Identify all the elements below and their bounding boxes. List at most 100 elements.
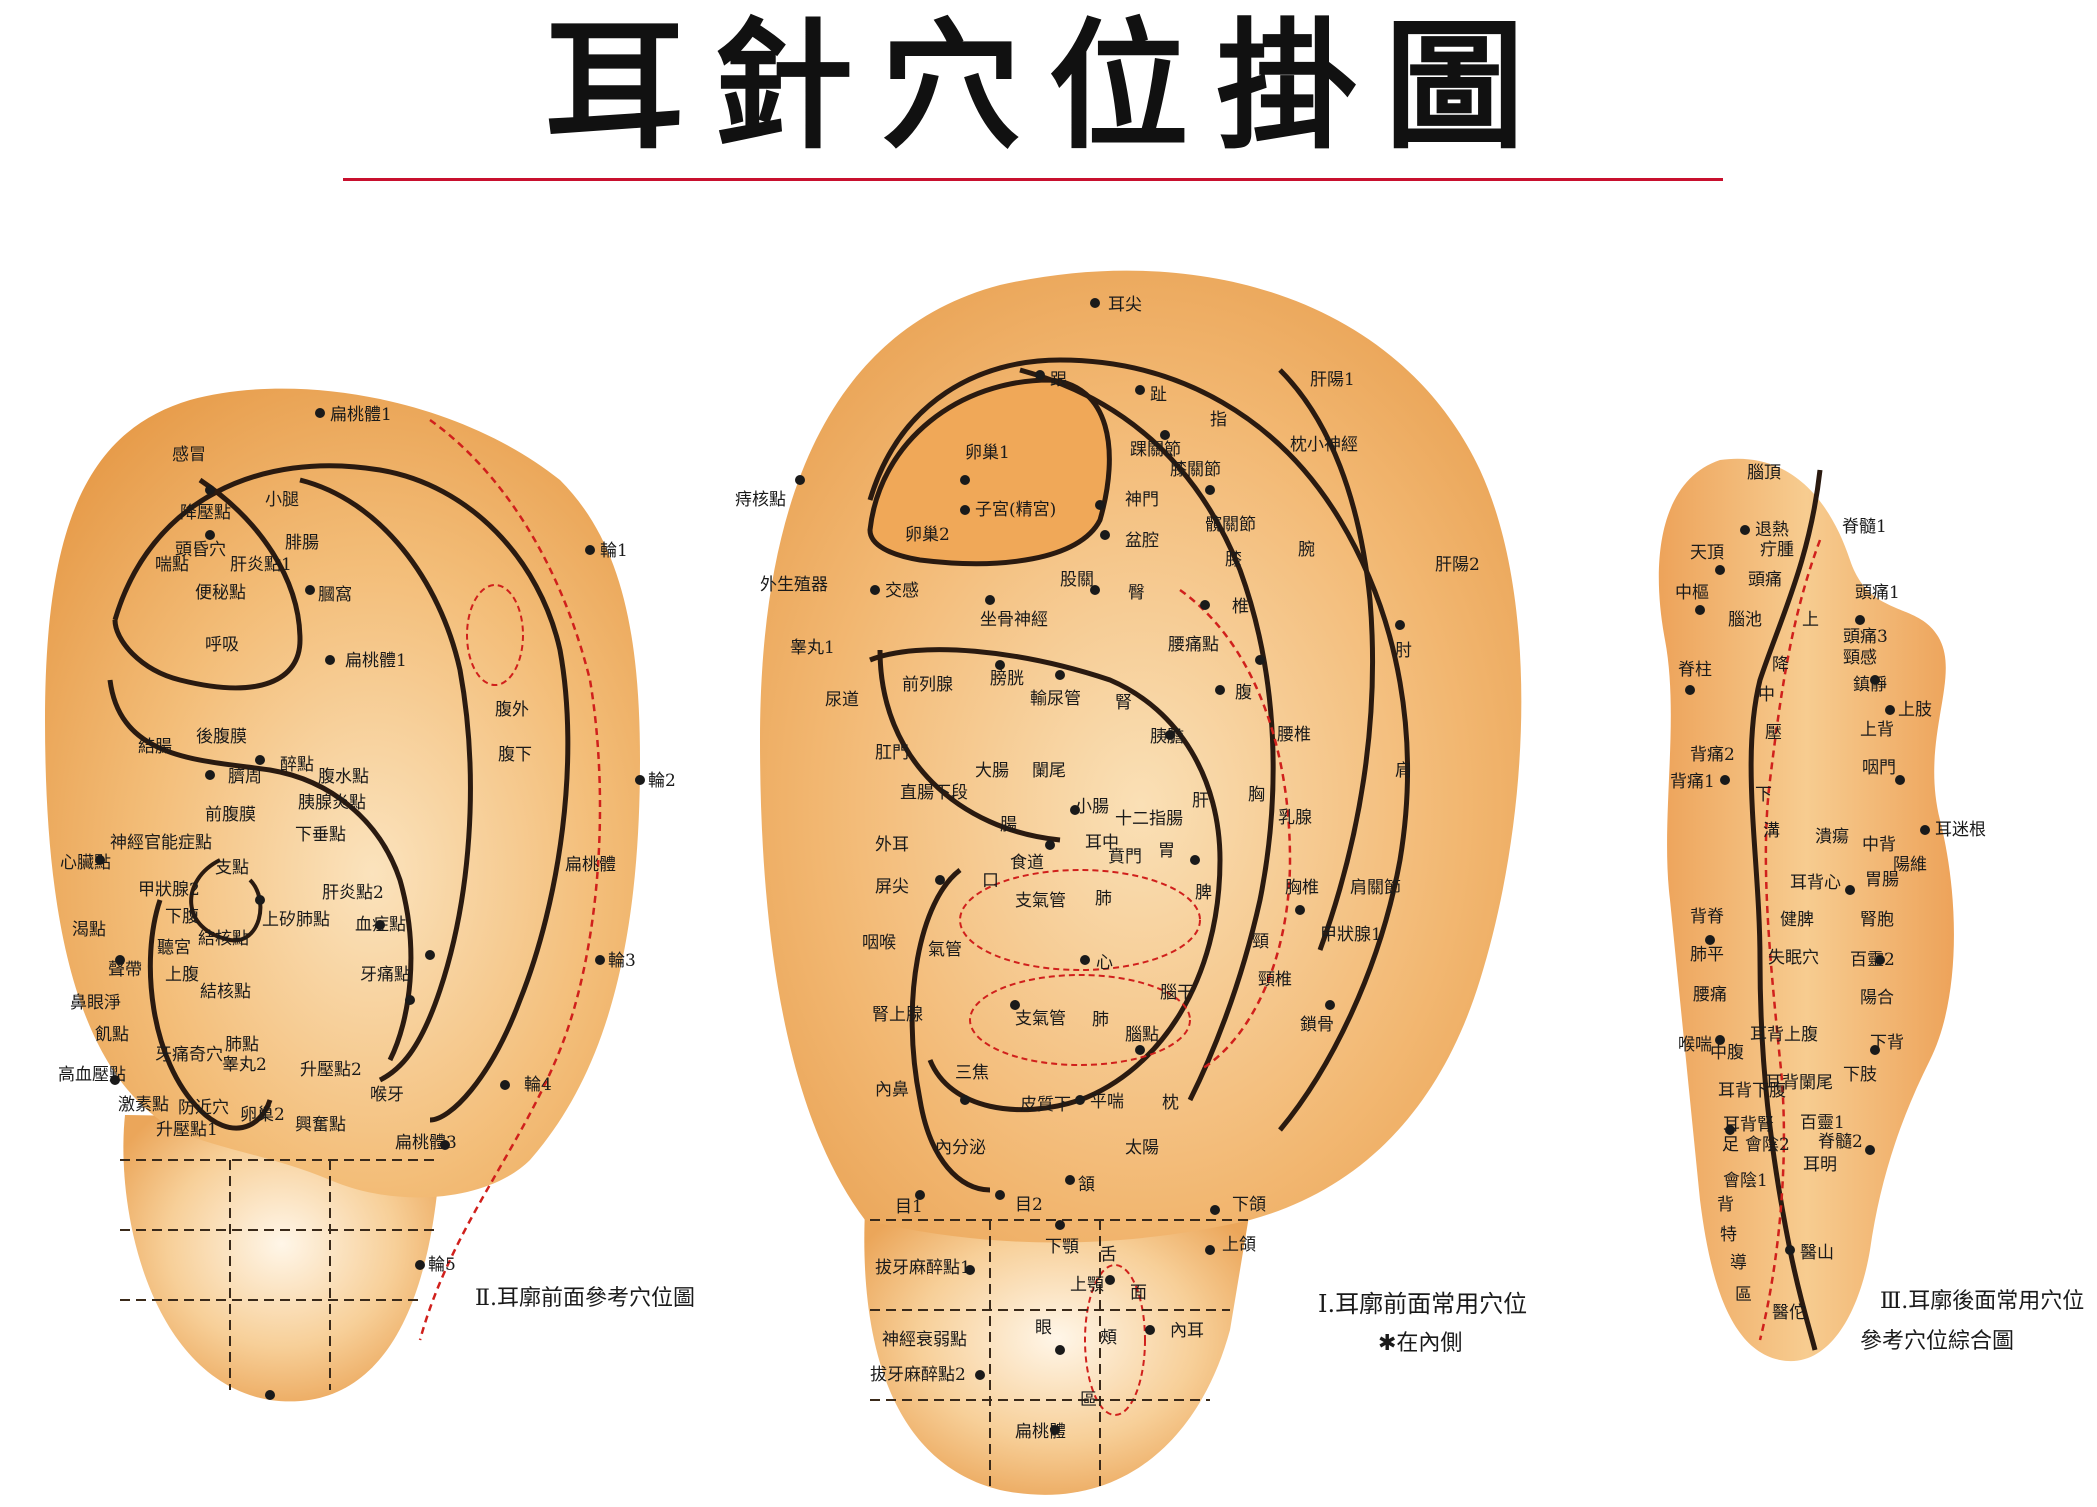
acupoint-label: 呼吸 [205,635,239,655]
acupoint-label: 上顎 [1070,1275,1104,1295]
acupoint-dot [1135,1045,1145,1055]
acupoint-label: 醫佗 [1772,1303,1806,1323]
acupoint-label: 腰痛點 [1168,635,1219,655]
left-ear [45,388,640,1402]
acupoint-label: 三焦 [955,1063,989,1083]
acupoint-label: 交感 [885,581,919,601]
acupoint-label: 腦頂 [1747,463,1781,483]
center-ear-cheek-region [1084,1264,1146,1416]
acupoint-dot [1685,685,1695,695]
acupoint-dot [1695,605,1705,615]
acupoint-label: 升壓點1 [156,1120,218,1140]
acupoint-label: 鼻眼淨 [70,993,121,1013]
acupoint-label: 脊髓1 [1842,517,1887,537]
acupoint-dot [1865,1145,1875,1155]
center-ear-tragus-line [909,868,991,1193]
acupoint-label: 結腸 [138,737,172,757]
acupoint-label: 枕小神經 [1290,435,1358,455]
acupoint-label: 指 [1210,410,1227,430]
acupoint-label: 支氣管 [1015,1009,1066,1029]
acupoint-label: 激素點 [118,1095,169,1115]
acupoint-label: 退熱 [1755,520,1789,540]
acupoint-label: 耳明 [1803,1155,1837,1175]
acupoint-label: 跟 [1050,370,1067,390]
left-ear-lobe-grid [120,1159,440,1390]
acupoint-label: 外生殖器 [760,575,828,595]
acupoint-dot [1785,1245,1795,1255]
acupoint-label: 膕窩 [318,585,352,605]
acupoint-dot [985,595,995,605]
acupoint-label: 鎖骨 [1300,1015,1334,1035]
acupoint-dot [405,995,415,1005]
acupoint-label: 氣管 [928,940,962,960]
acupoint-label: 健脾 [1780,910,1814,930]
acupoint-dot [1720,775,1730,785]
acupoint-dot [1875,955,1885,965]
acupoint-dot [1855,615,1865,625]
right-ear-red-dashed-line [1758,539,1822,1341]
acupoint-dot [1715,1035,1725,1045]
acupoint-dot [1090,585,1100,595]
acupoint-dot [255,895,265,905]
acupoint-label: 腹水點 [318,767,369,787]
acupoint-dot [1205,485,1215,495]
acupoint-label: 脾 [1195,883,1212,903]
acupoint-label: 肺平 [1690,945,1724,965]
acupoint-dot [1165,730,1175,740]
acupoint-label: 血症點 [355,915,406,935]
acupoint-label: 中背 [1862,835,1896,855]
acupoint-label: 尿道 [825,690,859,710]
acupoint-label: 屏尖 [875,877,909,897]
acupoint-label: 升壓點2 [300,1060,362,1080]
center-ear-fossa-outline [867,377,1112,567]
left-ear-red-dashed-line [418,418,602,1341]
acupoint-label: 腦干 [1160,983,1194,1003]
acupoint-dot [1135,385,1145,395]
acupoint-label: 膝 [1225,550,1242,570]
acupoint-label: 牙痛奇穴 [155,1045,223,1065]
acupoint-dot [1090,298,1100,308]
acupoint-label: 中樞 [1675,583,1709,603]
acupoint-label: 神經衰弱點 [882,1330,967,1350]
acupoint-dot [1050,1425,1060,1435]
acupoint-dot [960,1095,970,1105]
acupoint-label: 頰 [1100,1328,1117,1348]
acupoint-label: 腹 [1235,683,1252,703]
acupoint-label: 平喘 [1090,1092,1124,1112]
acupoint-dot [1255,655,1265,665]
acupoint-label: 甲狀腺1 [1320,925,1382,945]
acupoint-dot [1200,600,1210,610]
right-ear-outline [1658,458,1954,1362]
acupoint-label: 會陰1 [1723,1171,1768,1191]
acupoint-label: 小腸 [1075,797,1109,817]
acupoint-label: 背 [1717,1195,1734,1215]
acupoint-label: 心臟點 [60,853,111,873]
acupoint-label: 臀 [1128,583,1145,603]
left-ear-concha-line [107,679,414,1062]
acupoint-dot [265,1390,275,1400]
acupoint-label: 肛門 [875,743,909,763]
acupoint-dot [1845,885,1855,895]
acupoint-label: 扁桃體 [1015,1422,1066,1442]
acupoint-label: 興奮點 [295,1115,346,1135]
acupoint-label: 頸 [1252,932,1269,952]
acupoint-label: 導 [1730,1253,1747,1273]
acupoint-label: 喘點 [155,555,189,575]
acupoint-dot [1870,675,1880,685]
acupoint-dot [795,475,805,485]
acupoint-label: 喉牙 [370,1085,404,1105]
center-ear-lung-region-lower [969,974,1191,1066]
acupoint-label: 耳迷根 [1935,820,1986,840]
acupoint-label: 脊髓2 [1818,1132,1863,1152]
acupoint-dot [1045,840,1055,850]
acupoint-label: 內耳 [1170,1321,1204,1341]
acupoint-label: 扁桃體 [565,855,616,875]
acupoint-dot [1080,955,1090,965]
acupoint-label: 輸尿管 [1030,689,1081,709]
acupoint-label: 會陰2 [1745,1135,1790,1155]
acupoint-label: 便秘點 [195,583,246,603]
acupoint-label: 腕 [1298,540,1315,560]
acupoint-label: 乳腺 [1278,808,1312,828]
acupoint-label: 肺 [1095,889,1112,909]
acupoint-label: 耳中 [1085,833,1119,853]
